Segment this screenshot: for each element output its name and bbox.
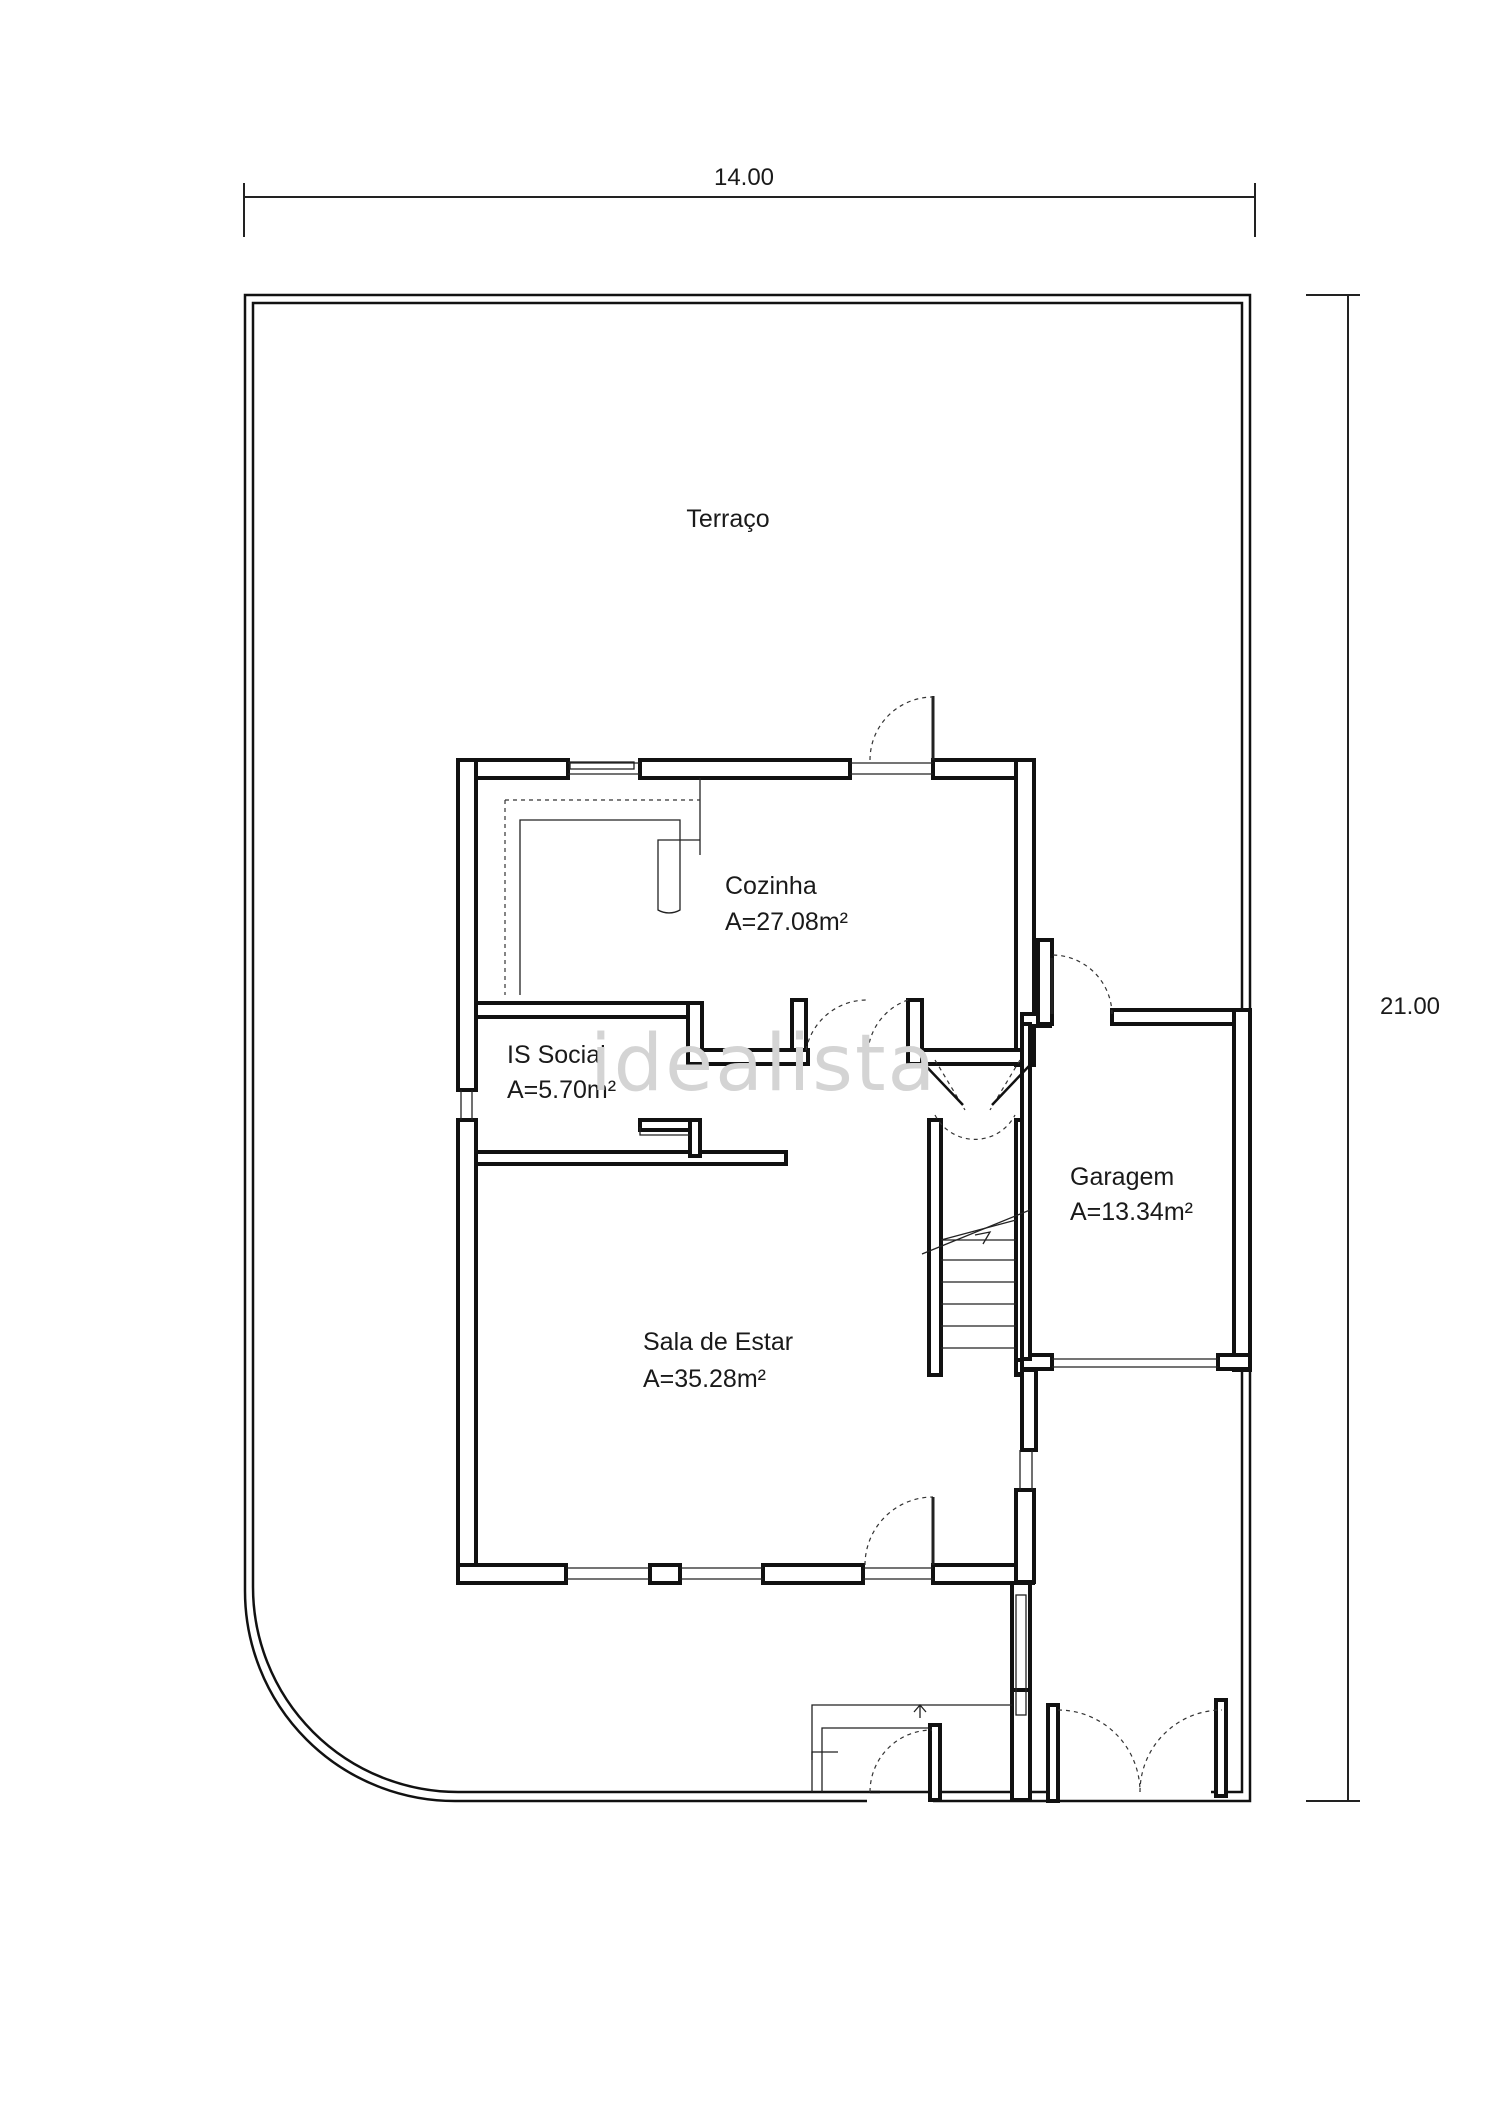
room-label-terraco: Terraço — [686, 505, 769, 533]
room-name: Cozinha — [725, 872, 817, 900]
room-label-sala: Sala de Estar A=35.28m² — [643, 1328, 793, 1393]
room-label-cozinha: Cozinha A=27.08m² — [725, 872, 848, 936]
plot-boundary — [243, 293, 1252, 1803]
room-name: Garagem — [1070, 1163, 1174, 1191]
room-area: A=35.28m² — [643, 1365, 766, 1393]
entrance-ramp — [811, 1594, 1027, 1792]
watermark: idealista — [590, 1019, 937, 1109]
room-label-garagem: Garagem A=13.34m² — [1070, 1163, 1193, 1226]
room-label-is-social: IS Social A=5.70m² — [507, 1041, 616, 1104]
room-name: IS Social — [507, 1041, 606, 1069]
room-area: A=5.70m² — [507, 1076, 616, 1104]
room-area: A=13.34m² — [1070, 1198, 1193, 1226]
room-area: A=27.08m² — [725, 908, 848, 936]
height-dimension: 21.00 — [1306, 294, 1440, 1802]
kitchen-counter — [504, 778, 701, 995]
windows — [460, 761, 1218, 1580]
height-dimension-label: 21.00 — [1380, 993, 1440, 1020]
room-name: Terraço — [686, 505, 769, 533]
stairs — [921, 1209, 1031, 1349]
width-dimension: 14.00 — [243, 164, 1256, 237]
width-dimension-label: 14.00 — [714, 164, 774, 191]
door-swings — [639, 696, 1223, 1793]
room-name: Sala de Estar — [643, 1328, 793, 1356]
house-walls — [456, 758, 1252, 1803]
